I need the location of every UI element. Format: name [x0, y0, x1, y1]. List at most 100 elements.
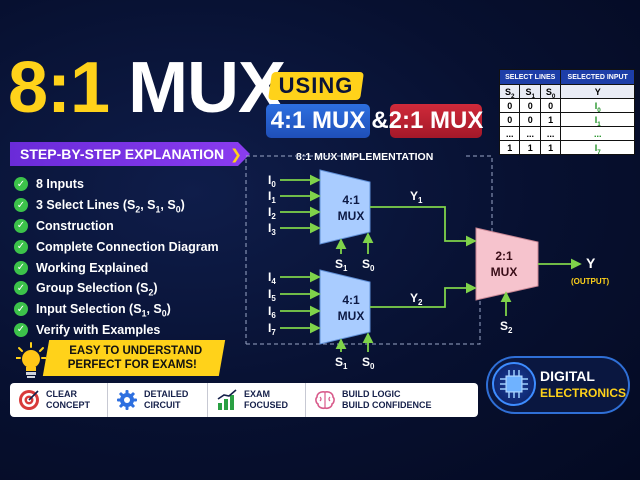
table-cell: I0: [560, 98, 635, 113]
check-icon: ✓: [14, 281, 28, 296]
feature-item: ✓ Working Explained: [14, 257, 244, 278]
table-col: S1: [519, 84, 541, 99]
chip-logo: [492, 362, 536, 406]
table-head-selected: SELECTED INPUT: [560, 69, 635, 85]
lightbulb-icon: [16, 342, 46, 378]
table-cell: ...: [498, 126, 521, 141]
y2-label: Y2: [410, 291, 423, 307]
s1-top-label: S1: [335, 257, 348, 273]
mux-top-4to1: [319, 169, 371, 245]
feature-text: 8 Inputs: [36, 177, 84, 192]
s2-label: S2: [500, 319, 513, 335]
table-row: ............: [498, 126, 635, 141]
feature-text: Working Explained: [36, 260, 149, 275]
s0-bot-label: S0: [362, 355, 375, 371]
mux-out-label2: MUX: [491, 265, 518, 279]
check-icon: ✓: [14, 260, 28, 275]
badge-electronics: ELECTRONICS: [540, 386, 627, 400]
input-label: I4: [268, 270, 276, 286]
table-cell: 1: [539, 112, 562, 127]
table-col: Y: [560, 84, 635, 99]
input-label: I7: [268, 321, 276, 337]
mux-bottom-4to1: [319, 269, 371, 345]
s0-top-label: S0: [362, 257, 375, 273]
input-wires: [280, 174, 582, 352]
main-title: 8:1 MUX: [8, 52, 286, 124]
table-head-select: SELECT LINES: [498, 69, 562, 85]
input-label: I2: [268, 205, 276, 221]
step-banner: STEP-BY-STEP EXPLANATION ❯: [10, 142, 250, 166]
check-icon: ✓: [14, 198, 28, 213]
table-col: S2: [498, 84, 521, 99]
microchip-icon: [500, 370, 528, 398]
mux-bot-label2: MUX: [338, 309, 365, 323]
table-cell: 0: [519, 112, 541, 127]
gear-icon: [117, 390, 137, 410]
feature-text: Construction: [36, 218, 114, 233]
input-label: I1: [268, 189, 276, 205]
feature-text: Input Selection (S1, S0): [36, 302, 171, 319]
table-cell: 0: [498, 112, 521, 127]
feature-item: ✓ Complete Connection Diagram: [14, 236, 244, 257]
feature-text: Verify with Examples: [36, 322, 161, 337]
input-label: I5: [268, 287, 276, 303]
s1-bot-label: S1: [335, 355, 348, 371]
check-icon: ✓: [14, 302, 28, 317]
using-label: USING: [278, 73, 354, 98]
feature-text: Group Selection (S2): [36, 281, 158, 298]
check-icon: ✓: [14, 218, 28, 233]
input-label: I3: [268, 221, 276, 237]
pill-4to1-mux: 4:1 MUX: [266, 104, 370, 138]
chart-icon: [217, 389, 237, 410]
chevron-right-icon: ❯: [230, 145, 242, 162]
mux-2to1: [475, 227, 539, 301]
brain-icon: [315, 391, 335, 410]
input-label: I0: [268, 173, 276, 189]
check-icon: ✓: [14, 322, 28, 337]
feature-list: ✓ 8 Inputs ✓ 3 Select Lines (S2, S1, S0) ✓ Co…: [14, 174, 244, 340]
y1-label: Y1: [410, 189, 423, 205]
feature-item: ✓ 8 Inputs: [14, 174, 244, 195]
easy-banner: EASY TO UNDERSTAND PERFECT FOR EXAMS!: [42, 340, 226, 376]
mux-diagram: 4:1 MUX 4:1 MUX 2:1 MUX I0I1I2I3I4I5I6I7…: [245, 155, 610, 371]
feature-item: ✓ Group Selection (S2): [14, 278, 244, 299]
table-cell: ...: [519, 126, 541, 141]
check-icon: ✓: [14, 239, 28, 254]
mux-top-label2: MUX: [338, 209, 365, 223]
table-cell: 0: [519, 98, 541, 113]
title-mux: MUX: [128, 48, 286, 128]
feature-item: ✓ Input Selection (S1, S0): [14, 299, 244, 320]
feature-text: 3 Select Lines (S2, S1, S0): [36, 198, 185, 215]
table-cell: I7: [560, 140, 635, 155]
title-ratio: 8:1: [8, 48, 110, 128]
feature-text: Complete Connection Diagram: [36, 239, 219, 254]
check-icon: ✓: [14, 177, 28, 192]
mux-top-label1: 4:1: [342, 193, 360, 207]
table-cell: 0: [539, 98, 562, 113]
feature-item: ✓ Construction: [14, 216, 244, 237]
mux-bot-label1: 4:1: [342, 293, 360, 307]
mux-out-label1: 2:1: [495, 249, 513, 263]
ampersand: &: [371, 107, 389, 134]
table-cell: 0: [498, 98, 521, 113]
easy-line2: PERFECT FOR EXAMS!: [68, 359, 198, 371]
easy-line1: EASY TO UNDERSTAND: [68, 345, 202, 357]
input-label: I6: [268, 304, 276, 320]
table-cell: 1: [539, 140, 562, 155]
output-y-label: Y: [586, 255, 596, 271]
table-cell: ...: [539, 126, 562, 141]
step-label: STEP-BY-STEP EXPLANATION: [20, 146, 225, 162]
output-note: (OUTPUT): [571, 277, 610, 286]
table-cell: I1: [560, 112, 635, 127]
table-col: S0: [539, 84, 562, 99]
